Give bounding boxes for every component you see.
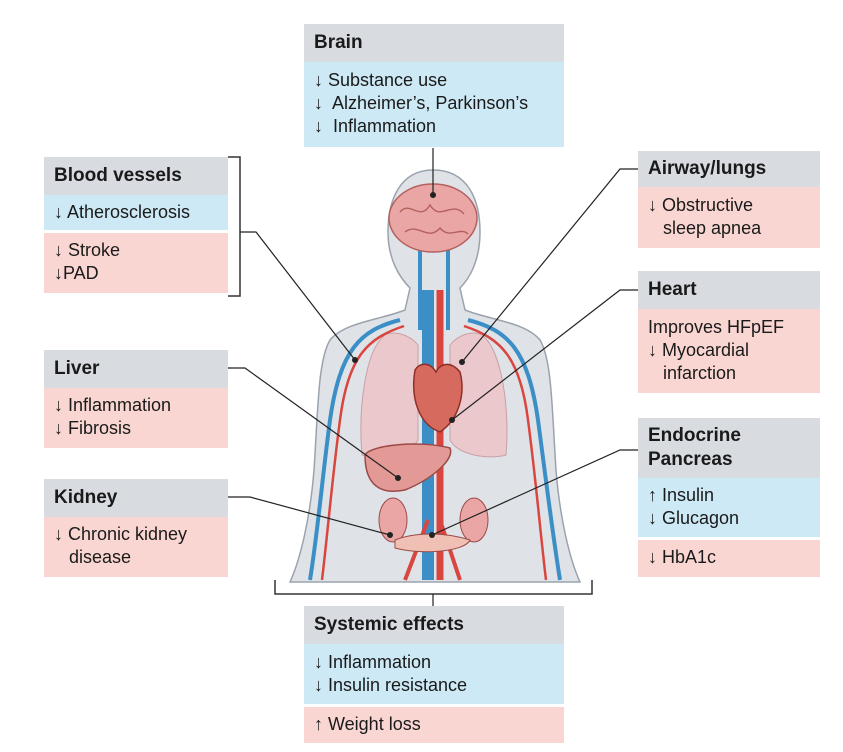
kidney-title: Kidney [44,479,228,517]
pancreas-effect-3: ↓ HbA1c [648,547,717,567]
pancreas-dot [429,532,435,538]
liver-effect-2: ↓ Fibrosis [54,418,132,438]
pancreas-leader [431,449,638,536]
pancreas-title-line-1: Endocrine [648,425,741,446]
blood-vessels-callout: Blood vessels ↓ Atherosclerosis ↓ Stroke… [44,157,228,293]
heart-effect-2: ↓ Myocardial [648,340,750,360]
liver-organ [364,443,452,492]
systemic-effect-1: ↓ Inflammation [314,652,432,672]
systemic-effect-3: ↑ Weight loss [314,714,421,734]
pancreas-effect-2: ↓ Glucagon [648,508,740,528]
blood-vessels-dot [352,357,358,363]
airway-effect-1: ↓ Obstructive [648,195,754,215]
liver-title: Liver [44,350,228,388]
left-arm-vessel [308,318,401,581]
blood-vessels-leader [240,231,356,361]
systemic-blue: ↓ Inflammation ↓ Insulin resistance [304,644,564,704]
brain-folds [399,203,469,235]
heart-effects: Improves HFpEF ↓ Myocardial infarction [638,309,820,393]
right-kidney [459,497,489,543]
kidney-effect-1: ↓ Chronic kidney [54,524,188,544]
blood-vessels-pink: ↓ Stroke ↓PAD [44,233,228,293]
systemic-callout: Systemic effects ↓ Inflammation ↓ Insuli… [304,606,564,743]
blood-vessels-effect-3: ↓PAD [54,263,99,283]
heart-leader [451,289,638,421]
right-arm-artery [463,324,548,581]
left-kidney [378,497,408,543]
airway-dot [459,359,465,365]
kidney-dot [387,532,393,538]
liver-effect-1: ↓ Inflammation [54,395,172,415]
airway-effect-2: sleep apnea [648,218,762,238]
liver-effects: ↓ Inflammation ↓ Fibrosis [44,388,228,448]
brain-effects: ↓ Substance use ↓ Alzheimer’s, Parkinson… [304,62,564,147]
right-lung [449,332,508,458]
systemic-title: Systemic effects [304,606,564,644]
right-arm-vessel [467,318,562,581]
kidney-effect-2: disease [54,547,132,567]
brain-callout: Brain ↓ Substance use ↓ Alzheimer’s, Par… [304,24,564,147]
pancreas-organ [394,533,471,553]
brain-effect-2: ↓ Alzheimer’s, Parkinson’s [314,93,529,113]
blood-vessels-effect-2: ↓ Stroke [54,240,121,260]
systemic-pink: ↑ Weight loss [304,707,564,743]
kidney-leader [228,496,391,536]
heart-title: Heart [638,271,820,309]
pancreas-effect-1: ↑ Insulin [648,485,715,505]
blood-vessels-blue: ↓ Atherosclerosis [44,195,228,230]
kidney-effects: ↓ Chronic kidney disease [44,517,228,577]
neck-vein [418,250,450,330]
pancreas-blue: ↑ Insulin ↓ Glucagon [638,478,820,537]
heart-organ [413,363,463,433]
airway-effects: ↓ Obstructive sleep apnea [638,187,820,248]
blood-vessels-effect-1: ↓ Atherosclerosis [54,202,191,222]
blood-vessels-title: Blood vessels [44,157,228,195]
kidney-callout: Kidney ↓ Chronic kidney disease [44,479,228,577]
systemic-effect-2: ↓ Insulin resistance [314,675,468,695]
pancreas-pink: ↓ HbA1c [638,540,820,577]
heart-effect-3: infarction [648,363,737,383]
left-arm-artery [320,324,405,581]
liver-leader [228,367,399,479]
heart-effect-1: Improves HFpEF [648,317,785,337]
blood-vessels-bracket [228,156,241,297]
pancreas-callout: Endocrine Pancreas ↑ Insulin ↓ Glucagon … [638,418,820,577]
pancreas-title: Endocrine Pancreas [638,418,820,478]
airway-leader [461,168,638,363]
brain-effect-3: ↓ Inflammation [314,116,437,136]
heart-callout: Heart Improves HFpEF ↓ Myocardial infarc… [638,271,820,393]
pancreas-title-line-2: Pancreas [648,449,733,470]
heart-dot [449,417,455,423]
brain-effect-1: ↓ Substance use [314,70,448,90]
brain-dot [430,192,436,198]
liver-dot [395,475,401,481]
airway-title: Airway/lungs [638,151,820,187]
brain-title: Brain [304,24,564,62]
liver-callout: Liver ↓ Inflammation ↓ Fibrosis [44,350,228,448]
airway-callout: Airway/lungs ↓ Obstructive sleep apnea [638,151,820,248]
